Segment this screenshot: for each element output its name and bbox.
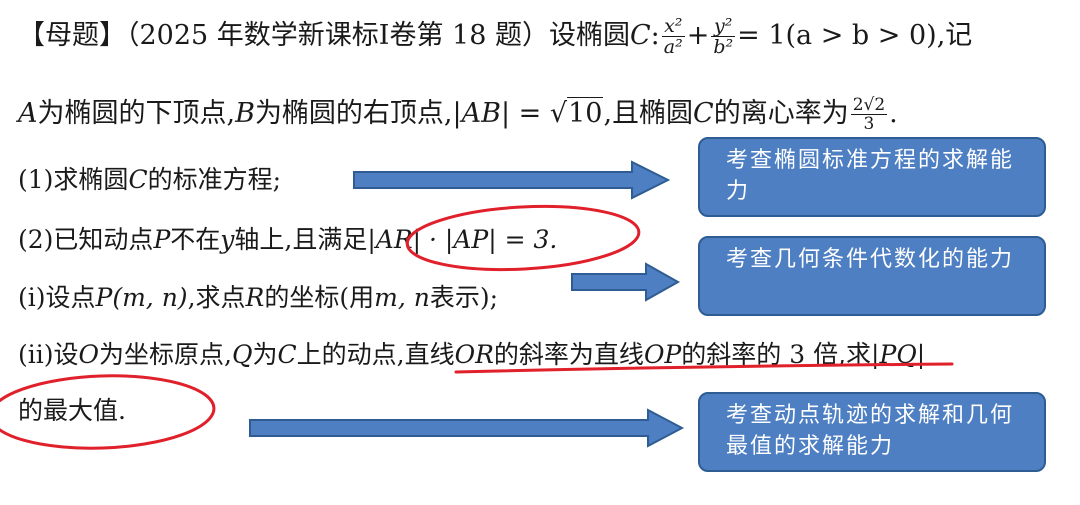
qii-line-op: OP [643,340,682,369]
text-lower-vertex: 为椭圆的下顶点, [37,98,236,129]
note-1-text: 考查椭圆标准方程的求解能力 [726,148,1015,204]
q1-text-2: 的标准方程; [147,165,282,194]
qii-label: (ii) [18,340,54,369]
ellipse-c: C [693,98,714,129]
point-b: B [235,98,255,129]
frac-y-den: b² [713,36,734,58]
note-algebraic-condition: 考查几何条件代数化的能力 [698,236,1046,316]
ecc-num: 2√2 [850,95,888,115]
text-and-ellipse: ,且椭圆 [603,98,694,129]
qii-text-6: 的斜率为直线 [493,340,644,369]
intro-text: 设椭圆 [548,20,630,51]
qii-text-7: 的斜率的 3 倍, [681,340,847,369]
ecc-den: 3 [863,114,875,134]
source-paren: （2025 年数学新课标Ⅰ卷第 18 题） [126,20,549,51]
q2-text-2: 不在 [170,225,221,254]
question-2-ii: (ii)设O为坐标原点,Q为C上的动点,直线OR的斜率为直线OP的斜率的 3 倍… [18,337,925,373]
qi-text-2: ,求点 [187,283,246,312]
plus-sign: + [686,20,710,51]
source-tag: 【母题】 [18,20,126,51]
qi-text-4: 表示); [429,283,498,312]
equation-rhs: = 1(a > b > 0), [737,20,946,51]
qii-text-9: 的最大值. [18,396,126,425]
qii-text-1: 设 [53,340,79,369]
qi-point-r: R [245,283,265,312]
qii-point-q: Q [231,340,253,369]
qii-ellipse-c: C [277,340,297,369]
qi-text-1: 设点 [45,283,96,312]
ab-length: |AB| = [452,98,550,129]
arrow-right-2 [571,262,681,302]
q2-label: (2) [18,225,54,254]
qii-text-2: 为坐标原点, [99,340,232,369]
q2-condition: |AR| · |AP| = 3. [367,225,558,254]
question-1: (1)求椭圆C的标准方程; [18,162,281,198]
qii-pq: |PQ| [871,340,926,369]
qii-text-5: 直线 [404,340,455,369]
qi-point-p: P(m, n) [95,283,188,312]
qii-text-8: 求 [846,340,872,369]
q1-text-1: 求椭圆 [53,165,129,194]
qii-line-or: OR [454,340,494,369]
frac-x-den: a² [663,36,683,58]
qi-text-3: 的坐标(用 [264,283,375,312]
point-a: A [18,98,38,129]
qii-text-4: 上的动点, [296,340,405,369]
arrow-right-3 [249,408,685,448]
frac-x-num: x² [661,16,685,37]
q1-label: (1) [18,165,54,194]
qii-origin-o: O [78,340,100,369]
arrow-right-1 [353,160,671,200]
sqrt-symbol: √ [549,98,568,129]
note-3-text: 考查动点轨迹的求解和几何最值的求解能力 [726,403,1015,459]
q2-text-3: 轴上,且满足 [234,225,368,254]
sqrt-10: 10 [567,97,604,129]
q1-ellipse-c: C [128,165,148,194]
ellipse-name: C [629,20,651,51]
text-eccentricity: 的离心率为 [713,98,849,129]
question-2-i: (i)设点P(m, n),求点R的坐标(用m, n表示); [18,280,498,316]
q2-text-1: 已知动点 [53,225,154,254]
qi-mn: m, n [374,283,430,312]
question-2-ii-cont: 的最大值. [18,393,126,429]
question-2: (2)已知动点P不在y轴上,且满足|AR| · |AP| = 3. [18,222,557,258]
note-2-text: 考查几何条件代数化的能力 [726,247,1015,272]
qii-text-3: 为 [252,340,278,369]
q2-y-axis: y [220,225,235,254]
intro-end: 记 [945,20,973,51]
text-right-vertex: 为椭圆的右顶点, [254,98,453,129]
note-trajectory-extremum: 考查动点轨迹的求解和几何最值的求解能力 [698,392,1046,472]
q2-point-p: P [153,225,171,254]
colon: : [650,20,660,51]
line2-end: . [889,98,898,129]
note-standard-equation: 考查椭圆标准方程的求解能力 [698,137,1046,217]
frac-y-num: y² [711,16,736,37]
qi-label: (i) [18,283,46,312]
